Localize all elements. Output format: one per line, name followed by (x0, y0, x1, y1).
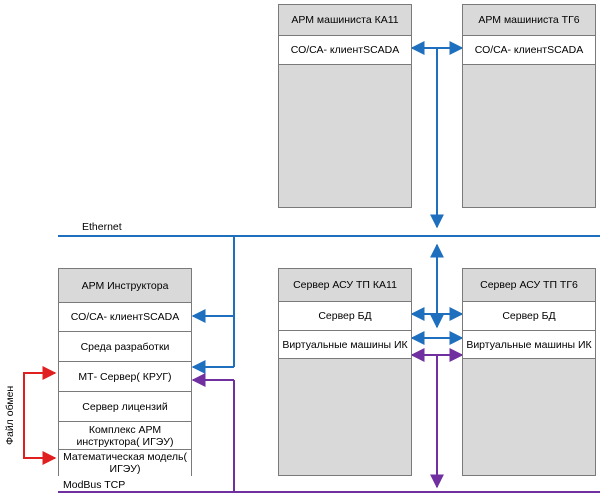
file-exchange-label: Файл обмен (4, 385, 16, 445)
node-title: Сервер АСУ ТП КА11 (293, 279, 397, 291)
vm-cell: Виртуальные машины ИК (279, 331, 411, 359)
server-ka11-node: Сервер АСУ ТП КА11 Сервер БД Виртуальные… (278, 268, 412, 476)
ethernet-label: Ethernet (82, 221, 122, 233)
vm-cell: Виртуальные машины ИК (463, 331, 595, 359)
db-server-cell: Сервер БД (463, 301, 595, 331)
node-title: АРМ машиниста ТГ6 (478, 14, 580, 26)
mt-server-cell: МТ- Сервер( КРУГ) (59, 362, 191, 392)
node-title: Сервер АСУ ТП ТГ6 (480, 279, 578, 291)
server-tg6-node: Сервер АСУ ТП ТГ6 Сервер БД Виртуальные … (462, 268, 596, 476)
instructor-complex-cell: Комплекс АРМ инструктора( ИГЭУ) (59, 422, 191, 450)
modbus-label: ModBus TCP (63, 479, 126, 491)
license-server-cell: Сервер лицензий (59, 392, 191, 422)
arm-ka11-node: АРМ машиниста КА11 СО/СА- клиентSCADA (278, 4, 412, 208)
file-exchange-line (23, 366, 57, 465)
math-model-cell: Математическая модель( ИГЭУ) (59, 450, 191, 476)
scada-client-cell: СО/СА- клиентSCADA (279, 35, 411, 65)
node-title: АРМ Инструктора (81, 279, 169, 292)
scada-client-cell: СО/СА- клиентSCADA (59, 302, 191, 332)
scada-client-cell: СО/СА- клиентSCADA (463, 35, 595, 65)
dev-environment-cell: Среда разработки (59, 332, 191, 362)
arm-instructor-node: АРМ Инструктора СО/СА- клиентSCADA Среда… (58, 268, 192, 476)
arm-tg6-node: АРМ машиниста ТГ6 СО/СА- клиентSCADA (462, 4, 596, 208)
db-server-cell: Сервер БД (279, 301, 411, 331)
node-title: АРМ машиниста КА11 (279, 5, 411, 35)
